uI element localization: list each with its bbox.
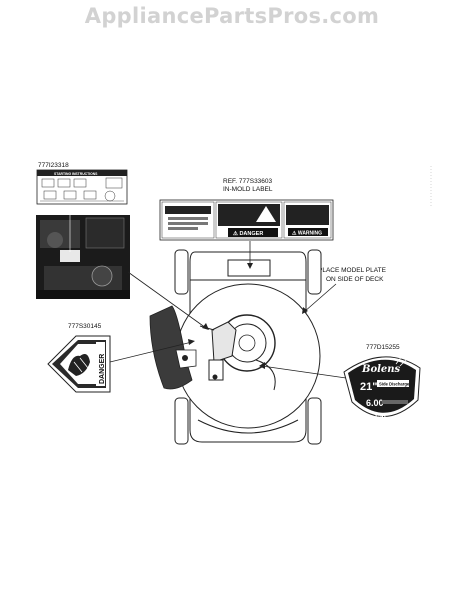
engine-photo — [36, 205, 130, 299]
inmold-desc-text: IN-MOLD LABEL — [223, 186, 273, 193]
brand-cc: 158 — [374, 413, 386, 420]
starting-label-title: STARTING INSTRUCTIONS — [54, 172, 98, 176]
danger-hexagon-label: DANGER — [47, 335, 111, 393]
watermark: AppliancePartsPros.com — [84, 4, 380, 28]
inmold-warning-text: ⚠ WARNING — [292, 231, 322, 237]
inmold-ref-text: REF. 777S33603 — [223, 178, 273, 185]
brand-discharge: Side Discharge — [379, 382, 410, 387]
brand-engine: 6.00 — [366, 398, 384, 408]
starting-label-part-number: 777I23318 — [38, 162, 69, 169]
brand-label-part-number: 777D15255 — [366, 344, 400, 351]
danger-label-part-number: 777S30145 — [68, 323, 102, 330]
brand-shield-label: Bolens 21" Side Discharge 6.00 158 — [343, 355, 421, 420]
model-plate-note-line1: PLACE MODEL PLATE — [318, 267, 387, 274]
inmold-danger-text: ⚠ DANGER — [233, 230, 263, 237]
lawn-mower-drawing — [174, 249, 322, 445]
brand-name: Bolens — [361, 364, 401, 375]
danger-label-text: DANGER — [99, 354, 106, 384]
brand-size: 21" — [360, 381, 377, 393]
arrow-heads — [188, 263, 308, 369]
starting-instructions-label: STARTING INSTRUCTIONS — [36, 169, 128, 205]
inmold-label: ⚠ DANGER ⚠ WARNING — [159, 199, 334, 241]
leader-lines — [109, 241, 347, 379]
model-plate-note-line2: ON SIDE OF DECK — [326, 276, 384, 283]
